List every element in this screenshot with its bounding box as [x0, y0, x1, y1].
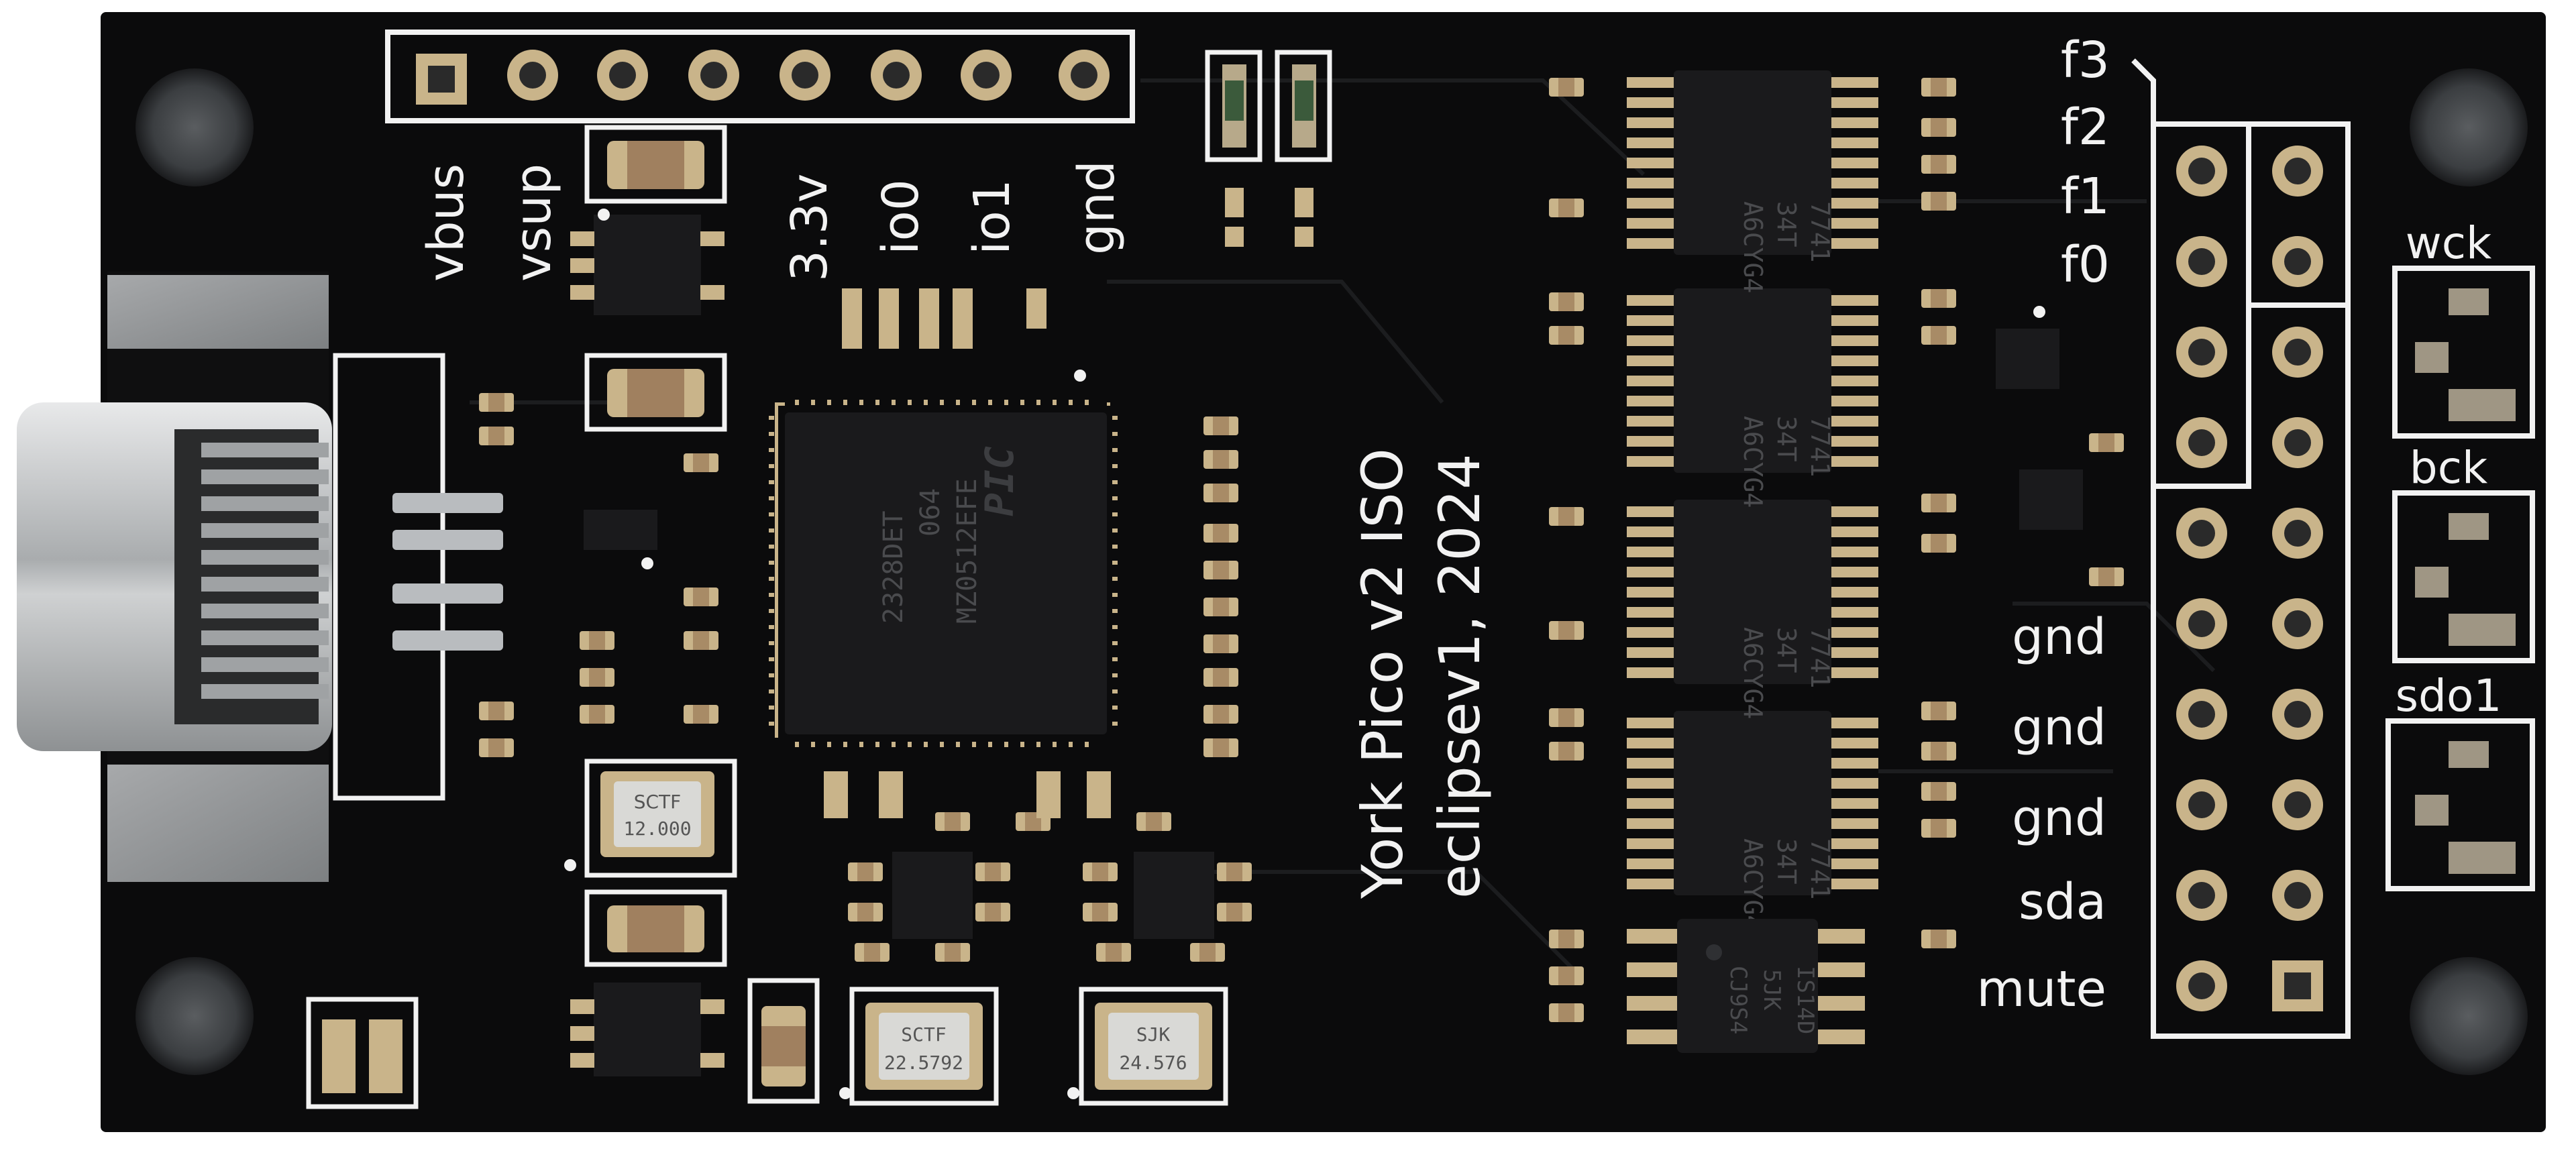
label-3v3: 3.3v — [781, 174, 839, 282]
label-io0: io0 — [872, 179, 930, 255]
crystal-12mhz: SCTF 12.000 — [600, 771, 714, 857]
crystal-3-freq: 24.576 — [1119, 1052, 1187, 1074]
isolator-chips: 7741 34T A6CYG4 7741 34T A6CYG4 7741 34T… — [1627, 70, 1878, 930]
left-passives — [306, 125, 737, 1109]
label-f3: f3 — [2061, 32, 2110, 89]
mcu-chip: PIC MZ0512EFE 064 2328DET — [769, 396, 1118, 747]
crystal-2-brand: SCTF — [901, 1023, 946, 1046]
crystal-3-brand: SJK — [1136, 1023, 1171, 1046]
iso3-marking-1: 7741 — [1805, 627, 1835, 689]
board-title: York Pico v2 ISO eclipsev1, 2024 — [1350, 448, 1493, 899]
mcu-marking-3: 2328DET — [878, 510, 909, 624]
label-mute: mute — [1976, 960, 2106, 1018]
pin1-markers — [564, 209, 2045, 1099]
label-bck: bck — [2410, 442, 2488, 494]
mcu-brand: PIC — [977, 446, 1022, 516]
usb-c-connector — [17, 272, 503, 882]
iso3-marking-3: A6CYG4 — [1738, 627, 1768, 719]
label-gnd-3: gnd — [2012, 789, 2106, 847]
mcu-top-passives — [842, 288, 1046, 349]
label-f2: f2 — [2061, 99, 2110, 156]
iso2-marking-1: 7741 — [1805, 416, 1835, 478]
iso1-marking-3: A6CYG4 — [1738, 201, 1768, 293]
clock-regulators — [824, 771, 1252, 962]
top-header-labels: vbus vsup 3.3v io0 io1 gnd — [417, 160, 1126, 282]
board-title-line2: eclipsev1, 2024 — [1427, 453, 1493, 899]
label-vsup: vsup — [504, 164, 562, 282]
label-io1: io1 — [963, 179, 1021, 255]
label-sdo1: sdo1 — [2396, 670, 2502, 722]
label-sda: sda — [2019, 873, 2106, 931]
label-f1: f1 — [2061, 168, 2110, 225]
iso4-marking-2: 34T — [1772, 838, 1801, 885]
mute-ic-marking-3: CJ9S4 — [1725, 966, 1752, 1034]
crystal-2-freq: 22.5792 — [884, 1052, 963, 1074]
label-gnd: gnd — [1068, 160, 1126, 255]
iso4-marking-1: 7741 — [1805, 838, 1835, 900]
iso1-marking-1: 7741 — [1805, 201, 1835, 263]
mounting-holes — [136, 68, 2528, 1075]
mute-ic-marking-1: IS14D — [1792, 966, 1819, 1034]
crystal-22mhz: SCTF 22.5792 — [747, 978, 999, 1106]
iso4-marking-3: A6CYG4 — [1738, 838, 1768, 930]
mute-driver-chip: IS14D 5JK CJ9S4 — [1627, 919, 1865, 1053]
mute-ic-marking-2: 5JK — [1758, 969, 1785, 1011]
iso3-marking-2: 34T — [1772, 627, 1801, 673]
jumper-pads: wck bck sdo1 — [2385, 217, 2535, 891]
right-pin-header — [2131, 58, 2351, 1039]
top-pin-header — [385, 30, 1135, 123]
isolator-passives — [1549, 78, 2124, 1022]
right-header-labels: f3 f2 f1 f0 gnd gnd gnd sda mute — [1976, 32, 2110, 1018]
label-gnd-1: gnd — [2012, 608, 2106, 666]
label-vbus: vbus — [417, 164, 475, 282]
crystal-1-brand: SCTF — [634, 791, 682, 813]
label-f0: f0 — [2061, 236, 2110, 294]
mcu-marking-2: 064 — [915, 488, 946, 537]
iso2-marking-3: A6CYG4 — [1738, 416, 1768, 508]
label-wck: wck — [2406, 217, 2492, 269]
iso1-marking-2: 34T — [1772, 201, 1801, 247]
iso2-marking-2: 34T — [1772, 416, 1801, 462]
mcu-marking-1: MZ0512EFE — [952, 478, 983, 624]
status-leds — [1205, 50, 1332, 247]
board-title-line1: York Pico v2 ISO — [1350, 448, 1415, 899]
crystal-24mhz: SJK 24.576 — [1079, 987, 1228, 1106]
label-gnd-2: gnd — [2012, 699, 2106, 757]
crystal-1-freq: 12.000 — [623, 818, 691, 840]
